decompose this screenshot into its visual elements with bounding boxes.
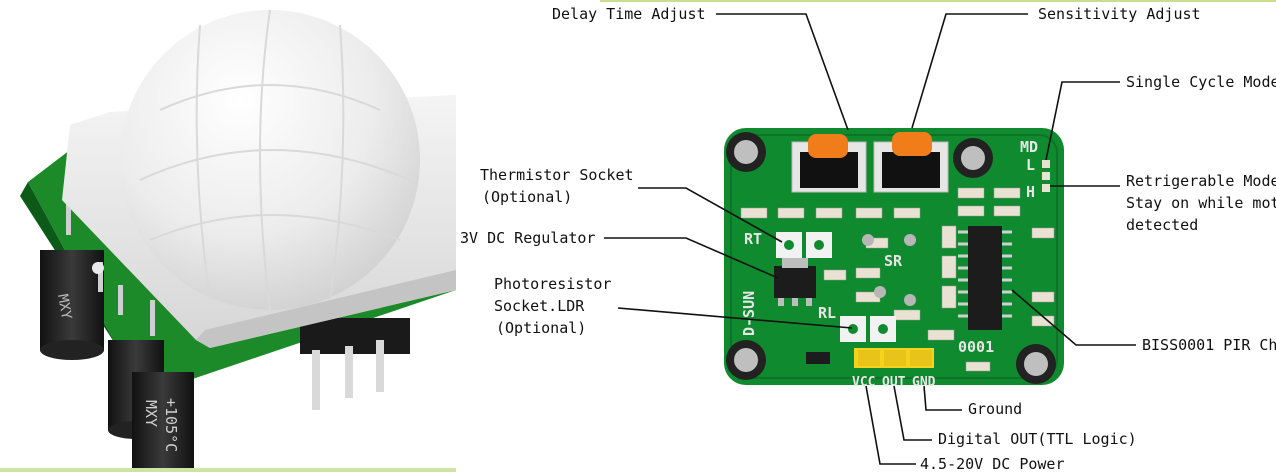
label-biss0001-chip: BISS0001 PIR Ch xyxy=(1142,336,1276,354)
delay-time-potentiometer xyxy=(791,134,867,193)
mode-jumper-pads xyxy=(1042,160,1050,192)
pin-label-out: OUT xyxy=(882,375,906,390)
fresnel-segments xyxy=(139,9,411,311)
pcb-edge xyxy=(20,182,160,398)
label-3v-dc-regulator: 3V DC Regulator xyxy=(460,229,595,247)
label-delay-time-adjust: Delay Time Adjust xyxy=(552,5,706,23)
biss0001-chip xyxy=(958,226,1012,330)
label-retrigerable-mode-line3: detected xyxy=(1126,216,1198,234)
capacitor xyxy=(726,340,766,380)
photoresistor-socket-pads xyxy=(840,316,896,342)
board-mark-sr: SR xyxy=(884,252,903,270)
label-dc-power: 4.5-20V DC Power xyxy=(920,455,1065,472)
label-thermistor-socket: Thermistor Socket xyxy=(480,166,634,184)
smd-resistors xyxy=(740,187,1055,372)
pin-label-gnd: GND xyxy=(912,375,936,390)
board-mark-l: L xyxy=(1026,156,1035,174)
label-photoresistor-socket: Socket.LDR xyxy=(494,297,585,315)
pin-label-vcc: VCC xyxy=(852,375,875,390)
label-sensitivity-adjust: Sensitivity Adjust xyxy=(1038,5,1201,23)
sensitivity-potentiometer xyxy=(873,132,949,193)
label-single-cycle-mode: Single Cycle Mode xyxy=(1126,73,1276,91)
diode xyxy=(806,352,830,364)
board-mark-rt: RT xyxy=(744,230,762,248)
side-pins xyxy=(66,195,155,336)
fresnel-dome xyxy=(120,10,420,310)
label-photoresistor-optional: (Optional) xyxy=(496,319,586,337)
label-digital-out: Digital OUT(TTL Logic) xyxy=(938,430,1137,448)
board-mark-h: H xyxy=(1026,183,1035,201)
capacitor-mark: +105°C xyxy=(162,398,180,452)
capacitor xyxy=(1016,344,1056,384)
capacitor: MXY +105°C xyxy=(132,372,194,468)
capacitor: MXY xyxy=(40,250,104,360)
header-pins xyxy=(854,348,934,368)
photo-bottom-border xyxy=(0,468,456,472)
pir-sensor-photo: MXY MXY +105°C xyxy=(0,0,456,472)
label-retrigerable-mode-line2: Stay on while mot xyxy=(1126,194,1276,212)
voltage-regulator xyxy=(774,258,816,306)
label-ground: Ground xyxy=(968,400,1022,418)
board-mark-md: MD xyxy=(1020,138,1038,156)
capacitor xyxy=(726,132,766,172)
board-mark-code: 0001 xyxy=(958,338,994,356)
board-mark-dsun: D-SUN xyxy=(740,291,758,336)
capacitor-mark: MXY xyxy=(54,293,74,321)
capacitor xyxy=(953,138,993,178)
board-mark-rl: RL xyxy=(818,304,836,322)
capacitor-mark: MXY xyxy=(142,400,160,427)
label-retrigerable-mode: Retrigerable Mode xyxy=(1126,172,1276,190)
label-thermistor-optional: (Optional) xyxy=(482,188,572,206)
header-pins xyxy=(300,318,410,410)
leader-lines xyxy=(604,13,1136,465)
thermistor-socket-pads xyxy=(776,232,832,258)
top-accent-line xyxy=(600,0,1276,2)
label-photoresistor: Photoresistor xyxy=(494,275,611,293)
pir-board-diagram: MD L H RT SR RL D-SUN 0001 VCC OUT GND D… xyxy=(460,5,1276,472)
